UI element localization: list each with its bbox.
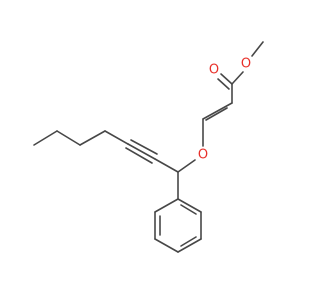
bond-chain-4 — [33, 130, 58, 146]
molecule-structure: O O O — [33, 41, 264, 253]
bond-alkyne-2 — [130, 139, 158, 155]
atom-ester-carbonyl-oxygen: O — [209, 63, 219, 78]
bond-chain-1 — [104, 130, 129, 145]
bond-chain-2 — [79, 130, 106, 146]
phenyl-ring — [154, 198, 202, 253]
bond-o-c-ester — [231, 71, 244, 85]
bond-alkene-b — [205, 107, 228, 121]
bond-alkene-a — [202, 102, 233, 120]
bond-chain-3 — [56, 130, 81, 146]
bond-alkyne-1 — [127, 143, 156, 160]
atom-ester-methoxy-oxygen: O — [241, 57, 251, 72]
bond-c-eq-o-b — [217, 78, 230, 90]
bond-ch-alkyne — [154, 158, 179, 173]
bond-alkyne-3 — [125, 147, 153, 164]
bond-ether-o-ch — [177, 159, 196, 173]
bond-c-eq-o-a — [220, 73, 233, 85]
bond-methyl-o — [251, 41, 264, 57]
atom-ether-oxygen: O — [198, 148, 208, 163]
structure-canvas: O O O — [33, 41, 264, 253]
